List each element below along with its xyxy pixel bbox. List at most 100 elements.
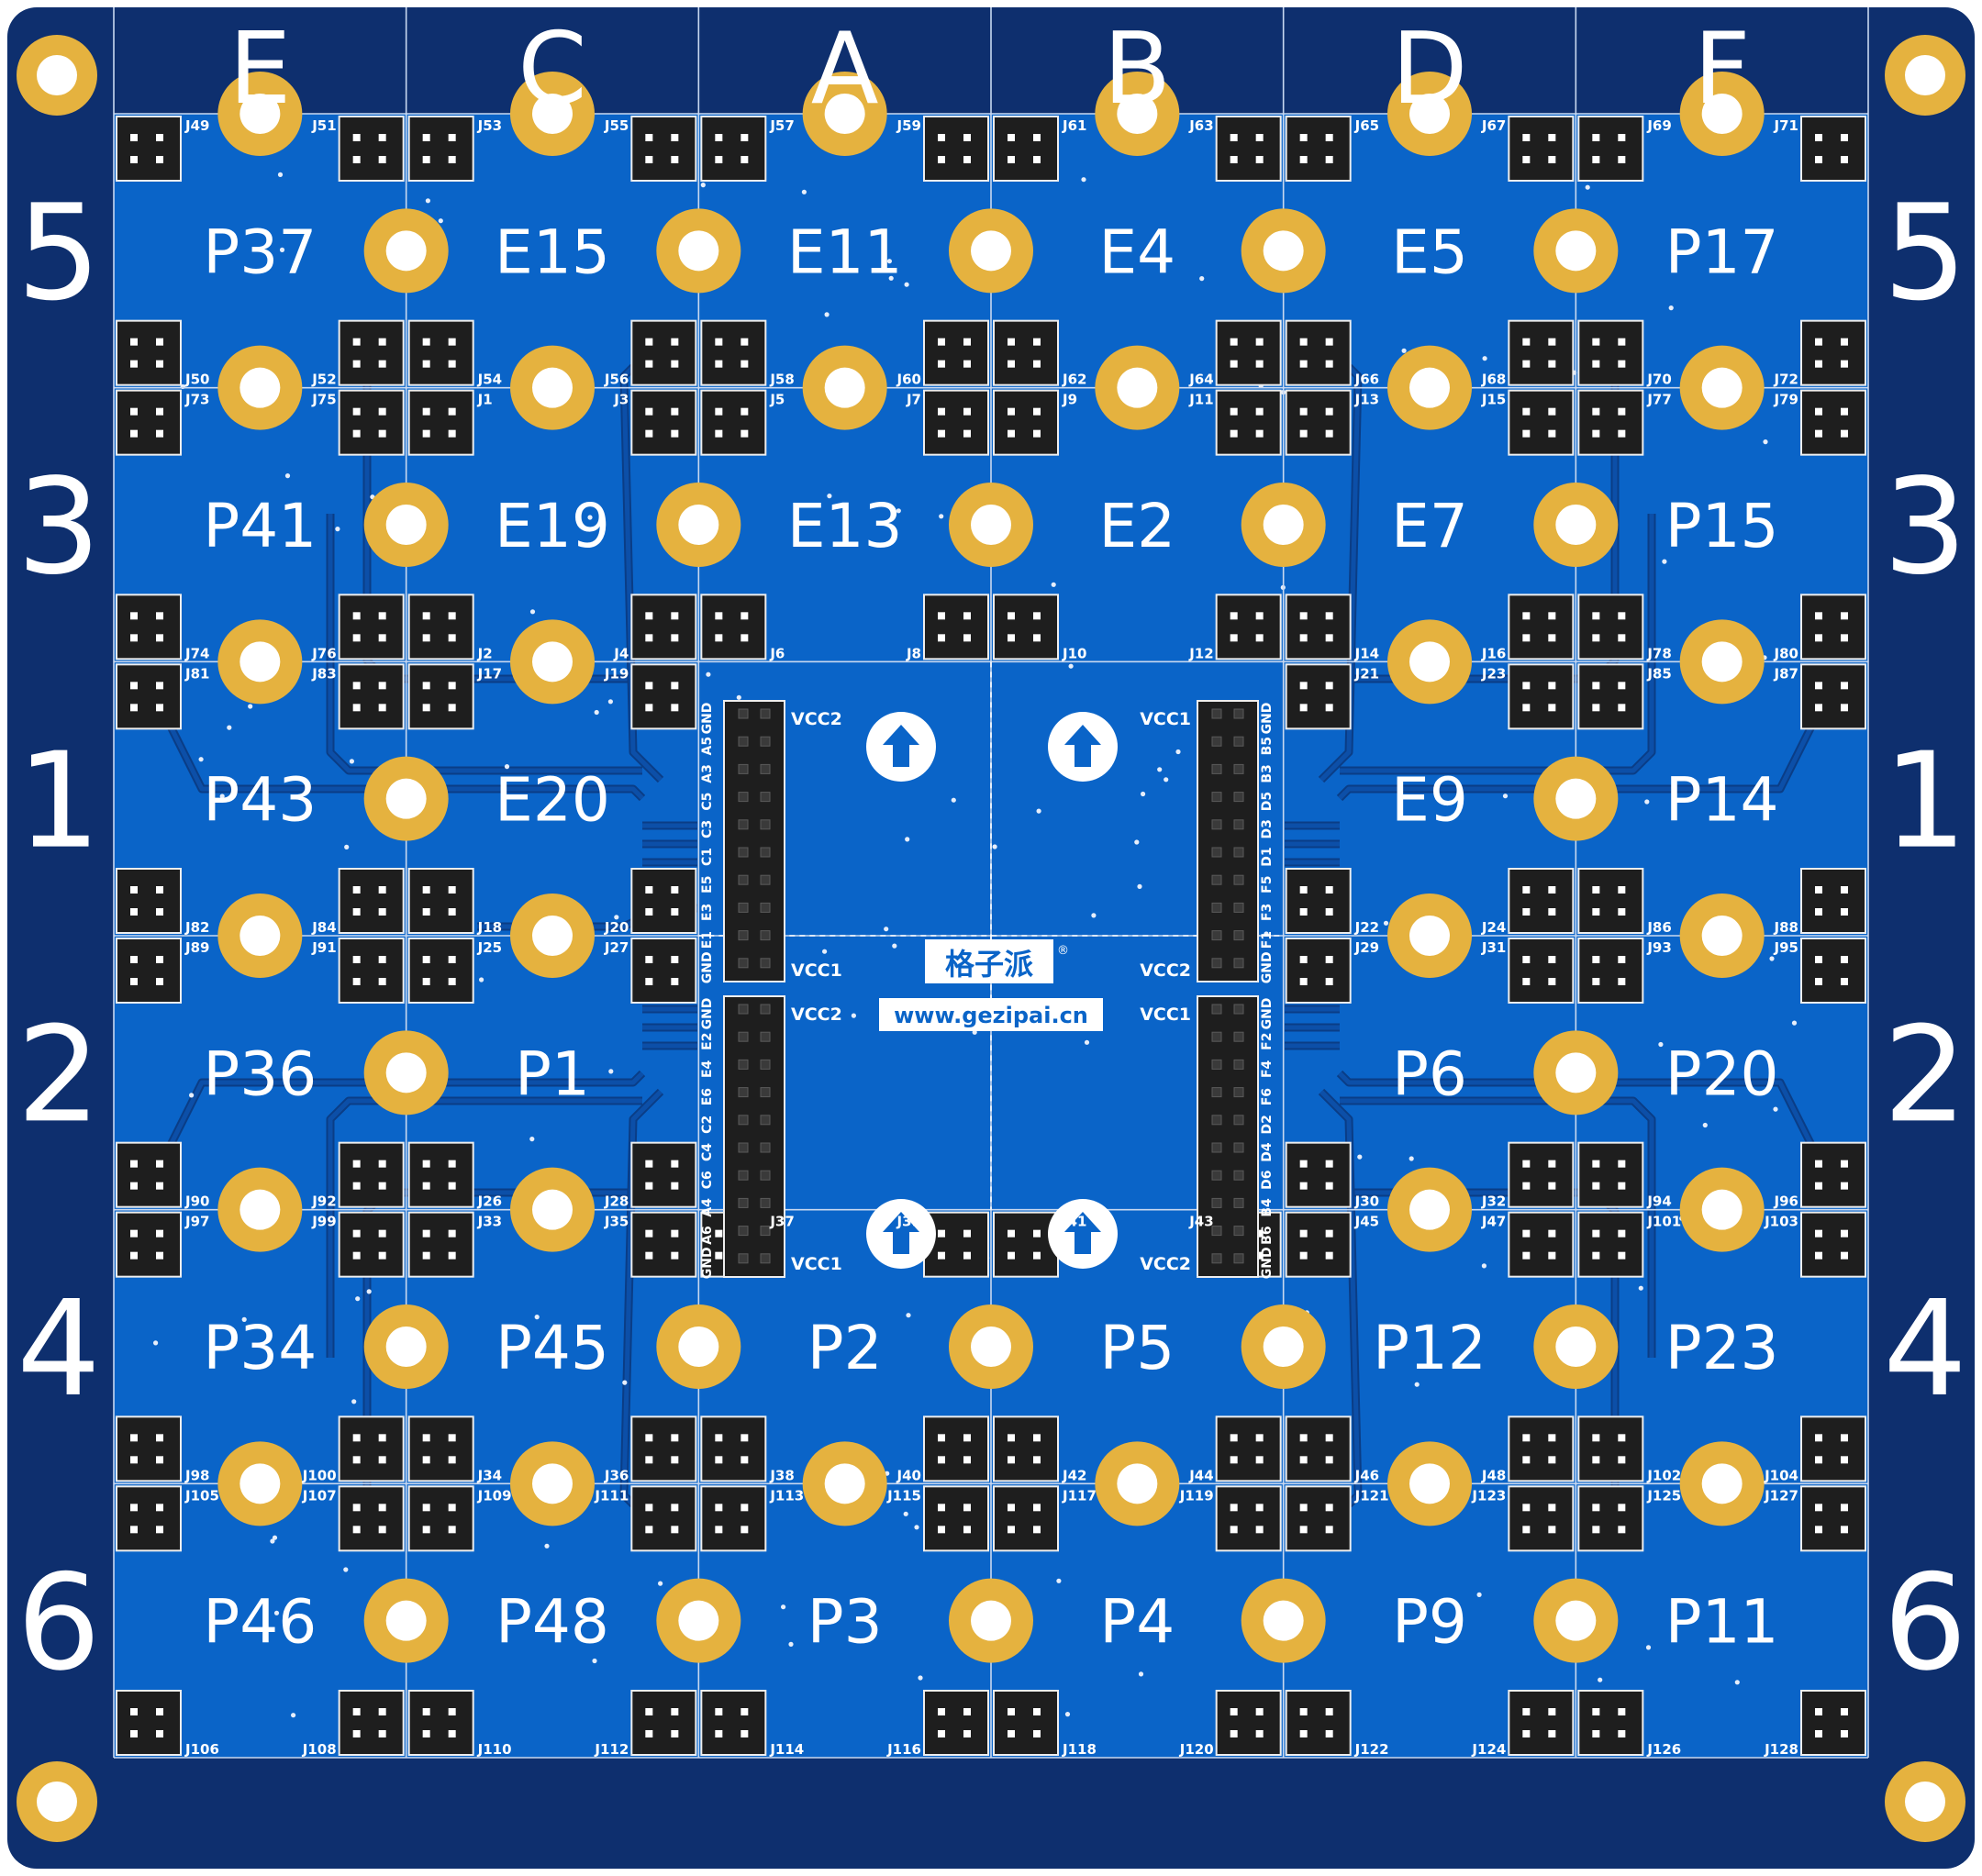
connector-pin [448, 338, 456, 346]
pad-hole [239, 367, 281, 408]
via [277, 172, 284, 177]
connector-pin [1592, 1434, 1600, 1442]
connector-label: J81 [184, 665, 209, 682]
connector-pin [1815, 1229, 1822, 1238]
connector-pin [448, 407, 456, 416]
connector-pin [378, 682, 386, 690]
connector-body [409, 1213, 473, 1276]
connector-pin [1299, 1730, 1308, 1737]
connector-pin [378, 908, 386, 916]
connector-body [702, 1487, 765, 1550]
connector-pin [352, 886, 361, 894]
pad-hole [1701, 641, 1743, 683]
connector-pin [1325, 360, 1333, 368]
via [706, 672, 711, 677]
connector-pin [671, 1229, 679, 1238]
connector-pin [1548, 1160, 1556, 1168]
connector-label: J113 [769, 1487, 804, 1504]
trace [328, 1098, 642, 1358]
connector-label: J41 [1062, 1214, 1086, 1230]
connector-pin [938, 1456, 945, 1464]
connector-pin [1033, 429, 1041, 438]
connector-label: J34 [477, 1467, 502, 1483]
connector-pin [1618, 682, 1626, 690]
header-pin [1233, 1142, 1244, 1153]
pad-hole [678, 230, 719, 272]
connector-pin [938, 407, 945, 416]
via [622, 1380, 628, 1385]
cell-label: P46 [203, 1587, 317, 1658]
header-pin [1211, 847, 1222, 858]
connector-pin [1592, 1229, 1600, 1238]
connector-pin [1008, 1229, 1015, 1238]
via [1734, 1680, 1740, 1685]
via [1137, 883, 1142, 890]
header-pin [760, 1197, 771, 1208]
connector-pin [1230, 407, 1238, 416]
connector-body [1802, 939, 1865, 1002]
connector-body [1217, 1692, 1280, 1754]
connector-pin [1618, 1730, 1626, 1737]
header-pin [738, 1115, 749, 1126]
connector-pin [130, 1730, 138, 1737]
connector-body [340, 1417, 403, 1481]
header-pin [760, 1226, 771, 1237]
via [529, 1137, 535, 1142]
connector-pin [1592, 978, 1600, 985]
connector-pin [1299, 612, 1308, 620]
header-pin [738, 1004, 749, 1015]
connector-pin [1618, 956, 1626, 963]
via [1138, 1671, 1144, 1677]
via [1414, 1382, 1420, 1387]
connector-pin [130, 886, 138, 894]
pad-hole [971, 1327, 1011, 1367]
connector-pin [645, 1251, 653, 1260]
pad-hole [678, 505, 719, 545]
cell-label: E4 [1098, 216, 1175, 287]
row-label-right: 3 [1883, 450, 1967, 604]
connector-pin [130, 1434, 138, 1442]
connector-pin [378, 978, 386, 985]
connector-pin [448, 1434, 456, 1442]
connector-pin [1618, 886, 1626, 894]
connector-pin [1522, 1160, 1531, 1168]
via [227, 725, 232, 730]
connector-pin [378, 956, 386, 963]
connector-pin [645, 704, 653, 712]
up-arrow-icon [883, 725, 919, 767]
connector-pin [422, 360, 430, 368]
connector-pin [1618, 704, 1626, 712]
connector-body [925, 1692, 987, 1754]
connector-pin [1325, 1160, 1333, 1168]
connector-pin [671, 682, 679, 690]
connector-label: J108 [302, 1741, 337, 1758]
header-pin-label: D5 [1260, 792, 1275, 811]
connector-pin [938, 360, 945, 368]
connector-pin [1618, 1160, 1626, 1168]
connector-pin [130, 407, 138, 416]
connector-body [1217, 117, 1280, 180]
connector-pin [448, 1182, 456, 1190]
header-pin [738, 930, 749, 941]
connector-label: J100 [302, 1467, 337, 1483]
connector-pin [1230, 612, 1238, 620]
connector-pin [352, 1229, 361, 1238]
connector-body [409, 1487, 473, 1550]
connector-pin [1255, 429, 1264, 438]
connector-pin [378, 1456, 386, 1464]
connector-pin [1548, 360, 1556, 368]
pad-hole [1555, 1600, 1597, 1641]
connector-pin [1592, 1708, 1600, 1715]
connector-label: J2 [477, 645, 493, 661]
connector-pin [1592, 407, 1600, 416]
header-pin-label: GND [700, 703, 715, 735]
via [279, 247, 285, 252]
connector-pin [378, 1182, 386, 1190]
connector-label: J125 [1646, 1487, 1681, 1504]
connector-pin [352, 1251, 361, 1260]
connector-label: J20 [604, 919, 629, 936]
header-pin-label: F1 [1260, 931, 1275, 949]
header-pin-label: B5 [1260, 737, 1275, 755]
connector-pin [671, 1434, 679, 1442]
connector-label: J53 [477, 117, 502, 134]
